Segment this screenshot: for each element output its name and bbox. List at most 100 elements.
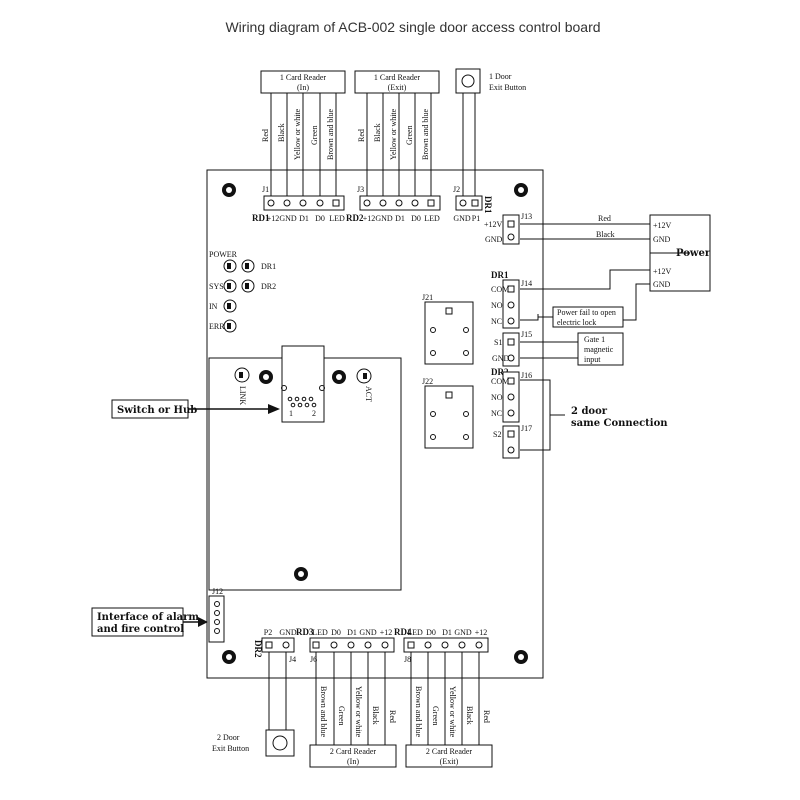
gate-text: Gate 1 — [584, 335, 605, 344]
power-fail-text: Power fail to open — [557, 308, 616, 317]
pin-label: GND — [454, 628, 472, 637]
gate-text-3: input — [584, 355, 601, 364]
j16-label: J16 — [521, 371, 532, 380]
power-gnd-2: GND — [653, 280, 671, 289]
j12-label: J12 — [212, 587, 223, 596]
connector-j14 — [502, 279, 520, 329]
wire-label: Green — [405, 125, 414, 145]
wire-black-label: Black — [596, 230, 615, 239]
gate-text-2: magnetic — [584, 345, 614, 354]
alarm-interface-box — [91, 607, 184, 637]
wire-label: Red — [357, 129, 366, 142]
pin-label: P2 — [264, 628, 272, 637]
pin-label: +12V — [484, 220, 503, 229]
card-reader-1-exit-sub: (Exit) — [388, 83, 407, 92]
pin-label: NO — [491, 393, 503, 402]
pin-label: COM — [491, 285, 509, 294]
arrow-icon — [198, 617, 208, 627]
reader1-wires — [270, 93, 337, 196]
wire-label: Yellow or white — [354, 686, 363, 738]
led-power-label: POWER — [209, 250, 238, 259]
card-reader-1-in-label: 1 Card Reader — [280, 73, 327, 82]
connector-j8 — [403, 637, 489, 653]
diagram-title: Wiring diagram of ACB-002 single door ac… — [225, 19, 600, 35]
j13-label: J13 — [521, 212, 532, 221]
connector-j16 — [502, 371, 520, 423]
wire-red-label: Red — [598, 214, 611, 223]
pin-label: GND — [375, 214, 393, 223]
wire-label: Black — [373, 123, 382, 142]
pin-label: LED — [312, 628, 328, 637]
rj45-pin2: 2 — [312, 409, 316, 418]
pin-label: D1 — [299, 214, 309, 223]
led-sys-label: SYS — [209, 282, 224, 291]
pin-label: GND — [279, 214, 297, 223]
rd4-label: RD4 — [394, 627, 412, 637]
wire-label: Brown and blue — [326, 108, 335, 160]
pin-label: D0 — [331, 628, 341, 637]
wire-label: Green — [431, 706, 440, 726]
wire-label: Yellow or white — [448, 686, 457, 738]
link-label: LINK — [238, 386, 247, 405]
pin-label: S1 — [494, 338, 502, 347]
pin-label: D1 — [347, 628, 357, 637]
wire-label: Yellow or white — [293, 108, 302, 160]
reader1-exit-wires — [366, 93, 432, 196]
relay-label: J22 — [422, 377, 433, 386]
pin-label: P1 — [472, 214, 480, 223]
wire-label: Black — [465, 706, 474, 725]
wire-label: Black — [277, 123, 286, 142]
exit-button-1-label: 1 Door — [489, 72, 512, 81]
pin-label: +12 — [363, 214, 376, 223]
pin-label: LED — [424, 214, 440, 223]
pin-label: GND — [453, 214, 471, 223]
power-gnd: GND — [653, 235, 671, 244]
rd1-label: RD1 — [252, 213, 270, 223]
pin-label: NC — [491, 409, 502, 418]
link-led — [234, 367, 250, 383]
reader2-exit-wires — [410, 652, 480, 745]
pin-label: NO — [491, 301, 503, 310]
connector-j17 — [502, 425, 520, 459]
door2-note: 2 door — [571, 406, 608, 417]
wire-label: Black — [371, 706, 380, 725]
alarm-text-2: and fire control — [97, 624, 184, 635]
card-reader-1-in-sub: (In) — [297, 83, 309, 92]
j17-label: J17 — [521, 424, 532, 433]
pin-label: COM — [491, 377, 509, 386]
wire-label: Brown and blue — [414, 686, 423, 738]
arrow-icon — [268, 404, 280, 414]
connector-j3 — [359, 195, 441, 211]
pin-label: GND — [492, 354, 510, 363]
card-reader-2-in-sub: (In) — [347, 757, 359, 766]
act-label: ACT — [364, 386, 373, 402]
wire-label: Green — [310, 125, 319, 145]
j15-label: J15 — [521, 330, 532, 339]
rj45-pin1: 1 — [289, 409, 293, 418]
led-dr1-label: DR1 — [261, 262, 276, 271]
rd2-label: RD2 — [346, 213, 364, 223]
relay-2 — [424, 385, 474, 449]
card-reader-2-exit-sub: (Exit) — [440, 757, 459, 766]
pin-label: D0 — [426, 628, 436, 637]
dr2-label-bottom: DR2 — [253, 640, 263, 658]
status-leds: POWER DR1 SYS DR2 IN ERR — [209, 250, 276, 333]
switch-hub-label: Switch or Hub — [117, 405, 197, 416]
connector-j13 — [502, 214, 520, 245]
pin-label: +12 — [267, 214, 280, 223]
wire-label: Brown and blue — [319, 686, 328, 738]
pin-label: NC — [491, 317, 502, 326]
j1-label: J1 — [262, 185, 269, 194]
gate-magnetic-box — [577, 332, 624, 366]
j2-label: J2 — [453, 185, 460, 194]
led-err-label: ERR — [209, 322, 225, 331]
exit-button-2-label: 2 Door — [217, 733, 240, 742]
wire-label: Red — [388, 710, 397, 723]
power-fail-text-2: electric lock — [557, 318, 596, 327]
wire-label: Red — [261, 129, 270, 142]
pin-label: S2 — [493, 430, 501, 439]
connector-j15 — [502, 332, 520, 367]
wire-label: Green — [337, 706, 346, 726]
dr1-label: DR1 — [491, 270, 509, 280]
rd3-label: RD3 — [296, 627, 314, 637]
